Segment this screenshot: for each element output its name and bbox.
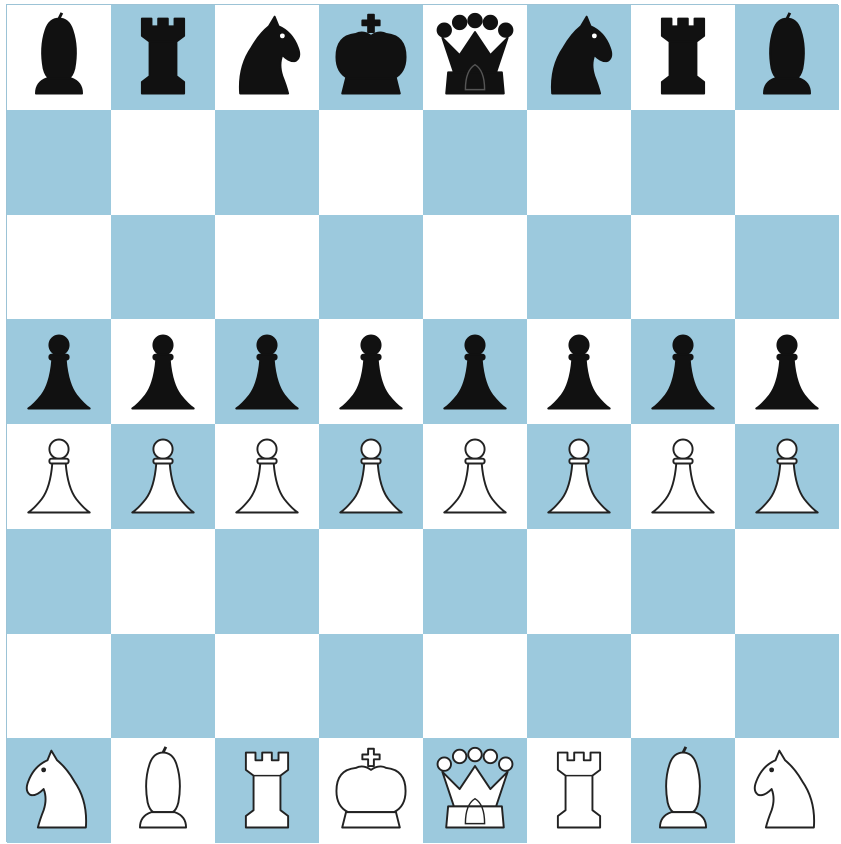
white-knight-icon[interactable] [739,743,835,839]
square-r8c3[interactable] [215,738,319,843]
square-r8c7[interactable] [631,738,735,843]
black-pawn-icon[interactable] [427,324,523,420]
square-r5c7[interactable] [631,424,735,529]
square-r3c8[interactable] [735,215,839,320]
square-r5c5[interactable] [423,424,527,529]
white-queen-icon[interactable] [427,743,523,839]
square-r3c1[interactable] [7,215,111,320]
white-pawn-icon[interactable] [11,428,107,524]
square-r2c5[interactable] [423,110,527,215]
square-r8c4[interactable] [319,738,423,843]
square-r6c6[interactable] [527,529,631,634]
square-r6c8[interactable] [735,529,839,634]
white-king-icon[interactable] [323,743,419,839]
white-pawn-icon[interactable] [531,428,627,524]
square-r7c1[interactable] [7,634,111,739]
square-r1c2[interactable] [111,5,215,110]
square-r8c1[interactable] [7,738,111,843]
square-r4c2[interactable] [111,319,215,424]
square-r1c3[interactable] [215,5,319,110]
square-r3c6[interactable] [527,215,631,320]
square-r7c5[interactable] [423,634,527,739]
white-pawn-icon[interactable] [323,428,419,524]
black-pawn-icon[interactable] [531,324,627,420]
black-bishop-icon[interactable] [739,9,835,105]
square-r6c3[interactable] [215,529,319,634]
square-r5c2[interactable] [111,424,215,529]
black-pawn-icon[interactable] [11,324,107,420]
chess-board [6,4,838,842]
white-knight-icon[interactable] [11,743,107,839]
square-r3c7[interactable] [631,215,735,320]
square-r8c5[interactable] [423,738,527,843]
square-r2c2[interactable] [111,110,215,215]
square-r2c6[interactable] [527,110,631,215]
black-knight-icon[interactable] [219,9,315,105]
square-r1c5[interactable] [423,5,527,110]
square-r6c1[interactable] [7,529,111,634]
black-pawn-icon[interactable] [323,324,419,420]
square-r1c4[interactable] [319,5,423,110]
square-r4c7[interactable] [631,319,735,424]
square-r6c2[interactable] [111,529,215,634]
square-r1c8[interactable] [735,5,839,110]
square-r7c8[interactable] [735,634,839,739]
square-r5c4[interactable] [319,424,423,529]
square-r5c6[interactable] [527,424,631,529]
black-rook-icon[interactable] [635,9,731,105]
black-pawn-icon[interactable] [635,324,731,420]
black-knight-icon[interactable] [531,9,627,105]
square-r4c8[interactable] [735,319,839,424]
square-r1c7[interactable] [631,5,735,110]
square-r2c8[interactable] [735,110,839,215]
square-r6c4[interactable] [319,529,423,634]
square-r4c5[interactable] [423,319,527,424]
square-r2c1[interactable] [7,110,111,215]
square-r6c7[interactable] [631,529,735,634]
black-pawn-icon[interactable] [739,324,835,420]
white-bishop-icon[interactable] [635,743,731,839]
square-r1c1[interactable] [7,5,111,110]
square-r3c5[interactable] [423,215,527,320]
black-king-icon[interactable] [323,9,419,105]
black-pawn-icon[interactable] [115,324,211,420]
square-r1c6[interactable] [527,5,631,110]
white-rook-icon[interactable] [219,743,315,839]
square-r7c7[interactable] [631,634,735,739]
square-r5c8[interactable] [735,424,839,529]
white-pawn-icon[interactable] [219,428,315,524]
square-r3c2[interactable] [111,215,215,320]
square-r3c4[interactable] [319,215,423,320]
square-r2c7[interactable] [631,110,735,215]
black-pawn-icon[interactable] [219,324,315,420]
white-pawn-icon[interactable] [739,428,835,524]
square-r7c2[interactable] [111,634,215,739]
white-bishop-icon[interactable] [115,743,211,839]
black-rook-icon[interactable] [115,9,211,105]
square-r3c3[interactable] [215,215,319,320]
white-rook-icon[interactable] [531,743,627,839]
square-r6c5[interactable] [423,529,527,634]
square-r8c8[interactable] [735,738,839,843]
square-r4c1[interactable] [7,319,111,424]
square-r8c6[interactable] [527,738,631,843]
square-r5c3[interactable] [215,424,319,529]
square-r7c4[interactable] [319,634,423,739]
square-r2c4[interactable] [319,110,423,215]
white-pawn-icon[interactable] [115,428,211,524]
square-r5c1[interactable] [7,424,111,529]
square-r8c2[interactable] [111,738,215,843]
square-r7c6[interactable] [527,634,631,739]
square-r4c4[interactable] [319,319,423,424]
square-r7c3[interactable] [215,634,319,739]
square-r4c6[interactable] [527,319,631,424]
white-pawn-icon[interactable] [635,428,731,524]
black-queen-icon[interactable] [427,9,523,105]
white-pawn-icon[interactable] [427,428,523,524]
square-r2c3[interactable] [215,110,319,215]
black-bishop-icon[interactable] [11,9,107,105]
square-r4c3[interactable] [215,319,319,424]
